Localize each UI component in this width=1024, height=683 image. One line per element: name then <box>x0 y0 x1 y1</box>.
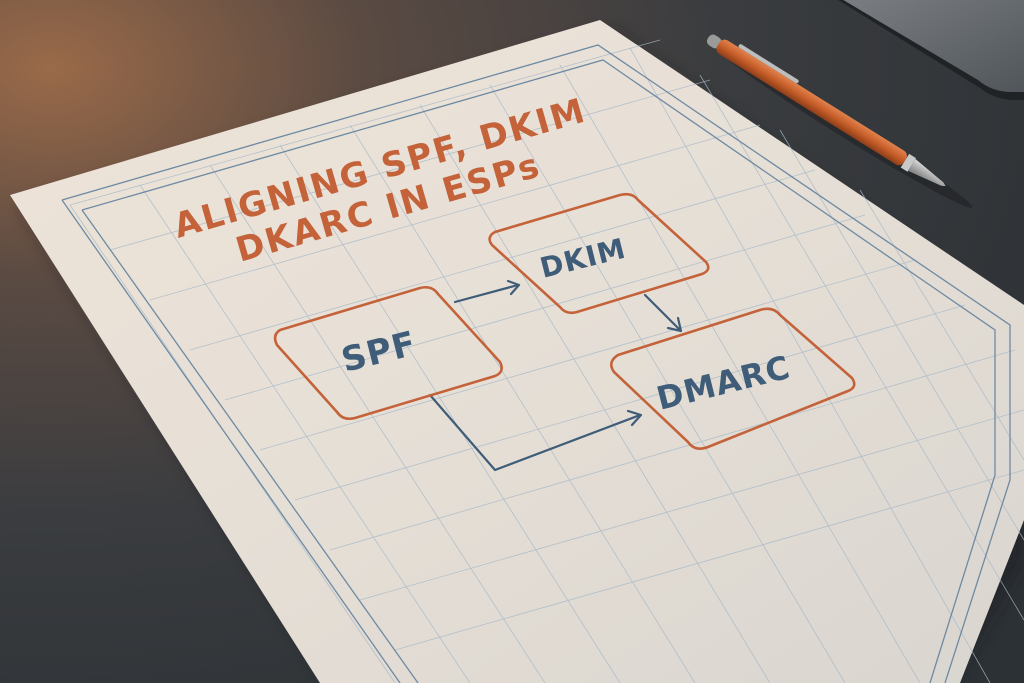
paper-border-frame <box>61 44 1011 683</box>
tablet-device <box>838 0 1024 100</box>
pen <box>706 34 973 208</box>
pen-body <box>716 39 907 166</box>
blueprint-grid <box>69 39 1024 683</box>
pen-ring <box>900 153 916 172</box>
arrow-spf-to-dmarc <box>428 393 642 472</box>
diagram-connectors <box>428 279 683 472</box>
pen-tip <box>908 159 946 187</box>
pen-clip <box>738 44 799 84</box>
arrow-dkim-to-dmarc <box>643 293 682 332</box>
pen-cap-end <box>706 34 722 49</box>
paper-sheet <box>10 20 1024 683</box>
arrow-spf-to-dkim <box>453 283 520 304</box>
